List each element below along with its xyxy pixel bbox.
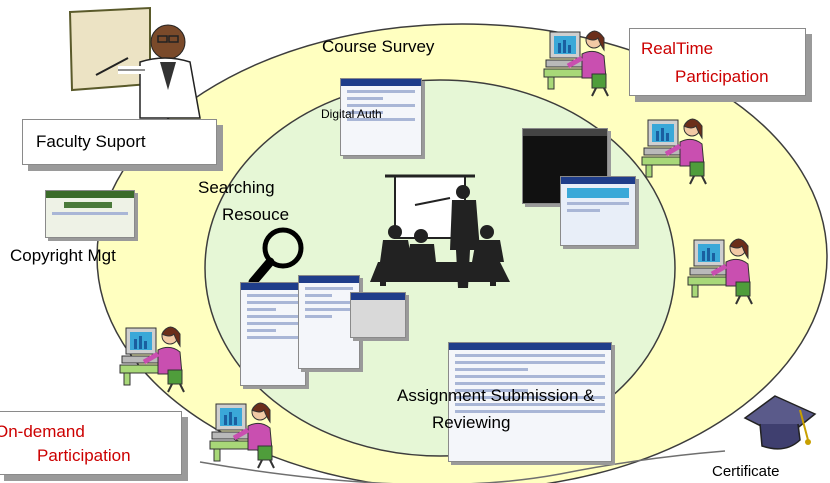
certificate-connector — [199, 450, 726, 483]
teacher-at-board-icon — [68, 6, 201, 119]
searching-label: Searching — [198, 178, 275, 197]
realtime-participation-box: RealTime Participation — [629, 28, 806, 96]
search-result-screenshot-3 — [350, 292, 406, 338]
resource-label: Resouce — [222, 205, 290, 224]
certificate-label: Certificate — [712, 463, 780, 480]
reviewing-label: Reviewing — [432, 413, 511, 432]
classroom-lecture-icon — [370, 174, 510, 288]
course-survey-label: Course Survey — [322, 37, 435, 56]
realtime-label: RealTime — [641, 39, 714, 58]
search-result-screenshot-1 — [240, 282, 306, 386]
search-result-screenshot-2 — [298, 275, 360, 369]
faculty-support-label: Faculty Suport — [36, 132, 146, 151]
ondemand-participation-label: Participation — [37, 446, 131, 465]
realtime-participation-label: Participation — [675, 67, 769, 86]
assignment-screenshot — [448, 342, 612, 462]
digital-auth-screenshot — [340, 78, 422, 156]
graduation-cap-icon — [743, 395, 817, 450]
realtime-app-screenshot — [560, 176, 636, 246]
copyright-mgt-label: Copyright Mgt — [10, 246, 116, 265]
magnifying-glass-icon — [248, 227, 304, 287]
copyright-screenshot — [45, 190, 135, 238]
faculty-support-box: Faculty Suport — [22, 119, 217, 165]
ondemand-participation-box: On-demand Participation — [0, 411, 182, 475]
digital-auth-label: Digital Auth — [321, 107, 382, 121]
student-at-computer-icon — [210, 403, 274, 468]
student-at-computer-icon — [120, 327, 184, 392]
ondemand-label: On-demand — [0, 422, 85, 441]
assignment-label: Assignment Submission & — [397, 386, 595, 405]
